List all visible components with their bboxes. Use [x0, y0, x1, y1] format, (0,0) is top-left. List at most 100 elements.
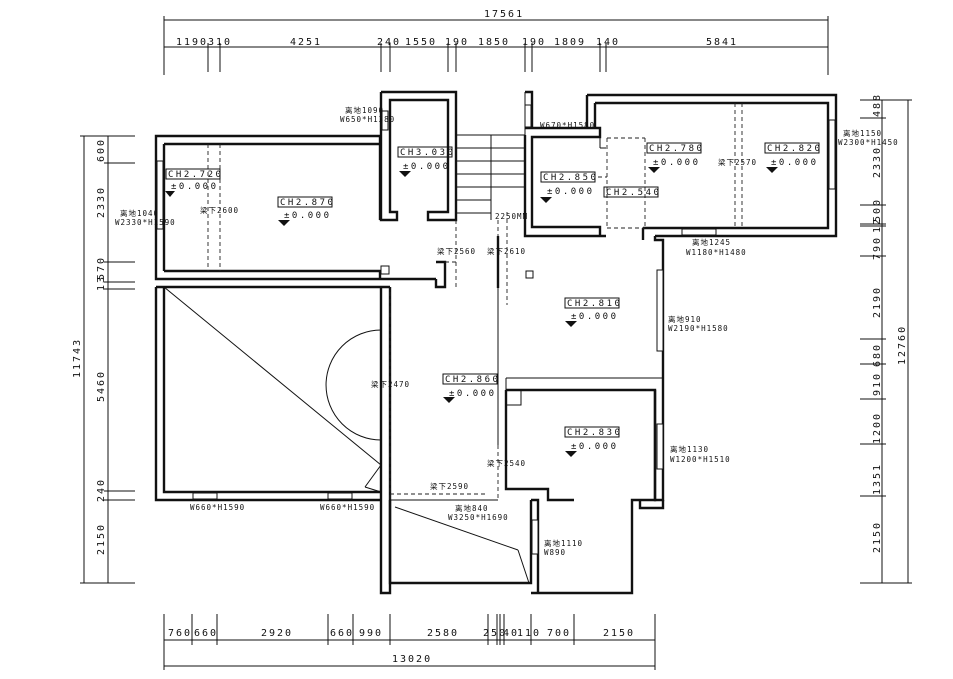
window-sill-label: 离地1090 — [345, 105, 384, 115]
ch-label: CH2.830 — [567, 428, 622, 438]
right-dim-seg: 488 — [872, 93, 883, 117]
stair-height: 2250MM — [495, 212, 528, 221]
level-label: ±0.000 — [771, 158, 819, 168]
window-size-label: W2300*H1450 — [838, 138, 899, 147]
internal-lines — [163, 286, 530, 584]
bottom-dim-seg: 760 — [168, 628, 192, 639]
window-sill-label: 离地1130 — [670, 444, 709, 454]
bottom-dim-seg: 110 — [517, 628, 541, 639]
window-size-label: W1180*H1480 — [686, 248, 747, 257]
window-size-label: W650*H1380 — [340, 115, 395, 124]
window-3 — [524, 104, 532, 128]
right-dim-seg: 1351 — [872, 463, 883, 495]
right-dim-seg: 500 — [872, 198, 883, 222]
beam-label: 梁下2600 — [200, 206, 239, 215]
window-sill-label: 离地1110 — [544, 538, 583, 548]
level-triangle-icon — [648, 167, 660, 173]
top-dim-seg: 5841 — [706, 37, 738, 48]
left-dim-seg: 240 — [96, 478, 107, 502]
bottom-dim-seg: 2920 — [261, 628, 293, 639]
right-dim-seg: 2330 — [872, 146, 883, 178]
top-dim-seg: 4251 — [290, 37, 322, 48]
right-dimensions: 488 2330 500 12 790 2190 680 910 1200 13… — [860, 93, 912, 584]
window-size-label: W1200*H1510 — [670, 455, 731, 464]
ch-label: CH3.030 — [400, 148, 455, 158]
left-dim-seg: 2330 — [96, 186, 107, 218]
beam-label: 梁下2610 — [487, 247, 526, 256]
window-1 — [156, 160, 164, 230]
window-size-label: W660*H1590 — [320, 503, 375, 512]
top-overall-dim: 17561 — [484, 9, 524, 20]
ch-label: CH2.850 — [543, 173, 598, 183]
level-label: ±0.000 — [571, 442, 619, 452]
bottom-dim-seg: 40 — [503, 628, 519, 639]
window-9 — [327, 492, 353, 500]
ch-label: CH2.810 — [567, 299, 622, 309]
top-dim-seg: 1850 — [478, 37, 510, 48]
stair: 2250MM — [456, 92, 528, 221]
window-labels: 离地1040 W2330*H1590 离地1090 W650*H1380 W67… — [115, 105, 899, 557]
window-sill-label: 离地1150 — [843, 128, 882, 138]
right-dim-seg: 12 — [872, 217, 883, 233]
bottom-dimensions: 760 660 2920 660 990 2580 250 40 110 700… — [163, 614, 656, 670]
top-dimensions: 17561 1190 310 4251 240 1550 190 1850 19… — [163, 9, 829, 75]
bottom-dim-seg: 990 — [359, 628, 383, 639]
window-size-label: W660*H1590 — [190, 503, 245, 512]
ceiling-marks: CH2.720 ±0.000 CH2.870 ±0.000 CH3.030 ±0… — [165, 142, 822, 457]
bottom-overall-dim: 13020 — [392, 654, 432, 665]
right-dim-seg: 910 — [872, 372, 883, 396]
bottom-dim-seg: 660 — [194, 628, 218, 639]
left-dim-seg: 5460 — [96, 370, 107, 402]
beam-label: 梁下2570 — [718, 158, 757, 167]
bottom-dim-seg: 700 — [547, 628, 571, 639]
window-sill-label: 离地1040 — [120, 208, 159, 218]
ch-label: CH2.720 — [168, 170, 223, 180]
windows — [156, 104, 836, 555]
bottom-dim-seg: 2150 — [603, 628, 635, 639]
window-size-label: W890 — [544, 548, 566, 557]
right-overall-dim: 12760 — [897, 325, 908, 365]
right-dim-seg: 790 — [872, 236, 883, 260]
window-5 — [681, 228, 717, 236]
beam-label: 梁下2590 — [430, 482, 469, 491]
level-triangle-icon — [399, 171, 411, 177]
level-triangle-icon — [766, 167, 778, 173]
level-triangle-icon — [565, 451, 577, 457]
window-sill-label: 离地910 — [668, 314, 702, 324]
left-dim-seg: 13 — [96, 275, 107, 291]
level-label: ±0.000 — [653, 158, 701, 168]
window-4 — [828, 119, 836, 190]
beam-label: 梁下2540 — [487, 459, 526, 468]
level-triangle-icon — [278, 220, 290, 226]
window-8 — [192, 492, 218, 500]
level-triangle-icon — [540, 197, 552, 203]
ch-label: CH2.540 — [606, 188, 661, 198]
right-dim-seg: 1200 — [872, 412, 883, 444]
left-dimensions: 600 2330 570 13 5460 240 2150 11743 — [72, 135, 135, 584]
beam-labels: 梁下2600 梁下2560 梁下2610 梁下2570 梁下2470 梁下254… — [200, 158, 757, 491]
window-sill-label: 离地1245 — [692, 237, 731, 247]
level-label: ±0.000 — [403, 162, 451, 172]
window-size-label: W2330*H1590 — [115, 218, 176, 227]
beam-dashes — [207, 103, 743, 500]
top-dim-seg: 1190 — [176, 37, 208, 48]
level-triangle-icon — [443, 397, 455, 403]
level-label: ±0.000 — [171, 182, 219, 192]
window-size-label: W670*H1580 — [540, 121, 595, 130]
left-dim-seg: 2150 — [96, 523, 107, 555]
window-size-label: W2190*H1580 — [668, 324, 729, 333]
ch-label: CH2.860 — [445, 375, 500, 385]
top-dim-seg: 240 — [377, 37, 401, 48]
left-dim-seg: 570 — [96, 256, 107, 280]
bottom-dim-seg: 2580 — [427, 628, 459, 639]
top-dim-seg: 1809 — [554, 37, 586, 48]
right-dim-seg: 2190 — [872, 286, 883, 318]
left-dim-seg: 600 — [96, 138, 107, 162]
left-overall-dim: 11743 — [72, 338, 83, 378]
window-sill-label: 离地840 — [455, 503, 489, 513]
window-2 — [381, 110, 389, 131]
ch-label: CH2.820 — [767, 144, 822, 154]
top-dim-seg: 310 — [208, 37, 232, 48]
window-11 — [531, 519, 539, 555]
